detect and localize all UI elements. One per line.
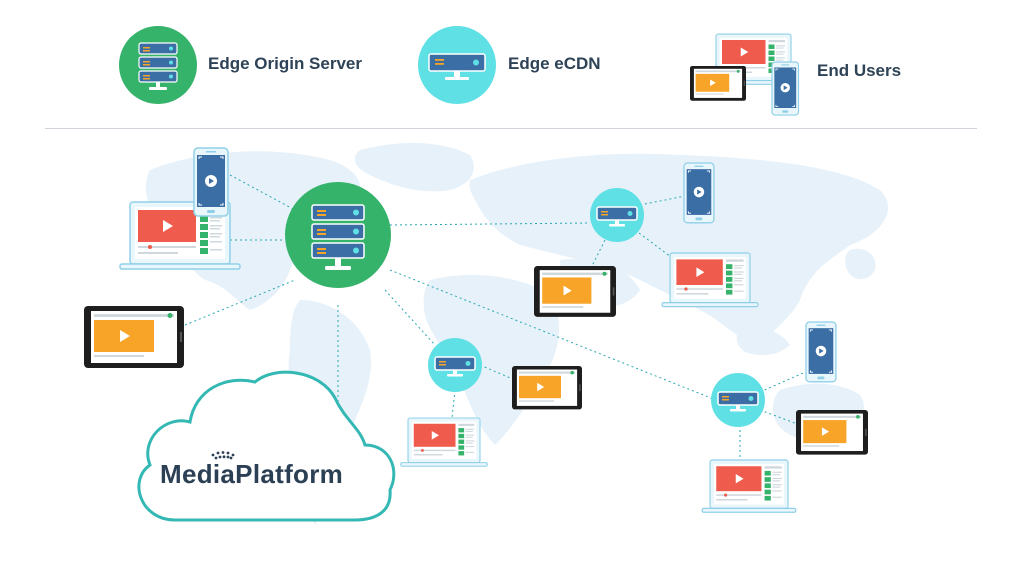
legend-end-users-icon (690, 33, 800, 116)
ecdn-node-africa (427, 337, 483, 393)
legend-origin-label: Edge Origin Server (208, 54, 362, 73)
ecdn-node-asia (710, 372, 766, 428)
laptop-device (701, 459, 797, 513)
legend-divider (45, 128, 977, 129)
tablet-device (796, 410, 868, 455)
phone-device (683, 162, 715, 224)
connection-lines (184, 174, 811, 460)
tablet-device (534, 266, 616, 317)
legend-ecdn-label: Edge eCDN (508, 54, 601, 73)
laptop-device (400, 417, 488, 467)
ecdn-node-europe (589, 187, 645, 243)
laptop-device (661, 252, 759, 308)
legend-origin-server-icon (119, 26, 197, 104)
phone-device (193, 147, 229, 217)
legend-users-label: End Users (817, 61, 902, 80)
brand-logo-mark (211, 451, 235, 460)
brand-name: MediaPlatform (160, 459, 344, 489)
phone-device (805, 321, 837, 383)
origin-server-node (285, 182, 391, 288)
tablet-device (84, 306, 184, 368)
mediaplatform-cloud (137, 370, 396, 522)
tablet-device (512, 366, 582, 410)
legend-ecdn-icon (418, 26, 496, 104)
